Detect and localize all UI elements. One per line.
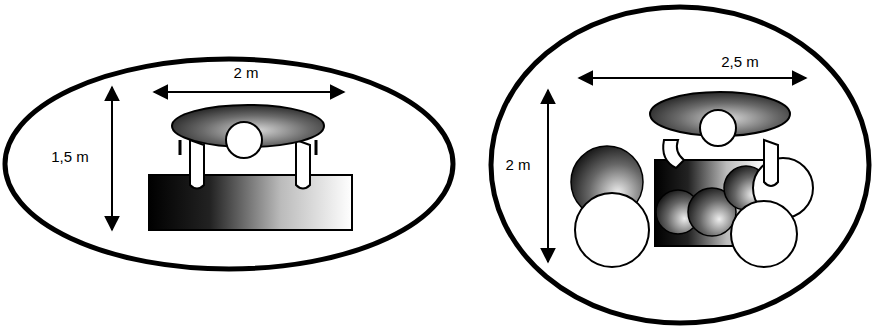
large-station bbox=[548, 78, 813, 267]
dimension-label: 2 m bbox=[233, 65, 258, 82]
station-ellipse: 2 m 1,5 m bbox=[2, 56, 456, 272]
dimension-label: 2,5 m bbox=[721, 54, 759, 71]
dimension-label: 1,5 m bbox=[51, 149, 89, 166]
dimension-label: 2 m bbox=[505, 157, 530, 174]
small-station bbox=[112, 87, 352, 230]
ellipse-outline bbox=[488, 4, 872, 326]
station-ellipse: 2,5 m 2 m bbox=[488, 4, 872, 326]
